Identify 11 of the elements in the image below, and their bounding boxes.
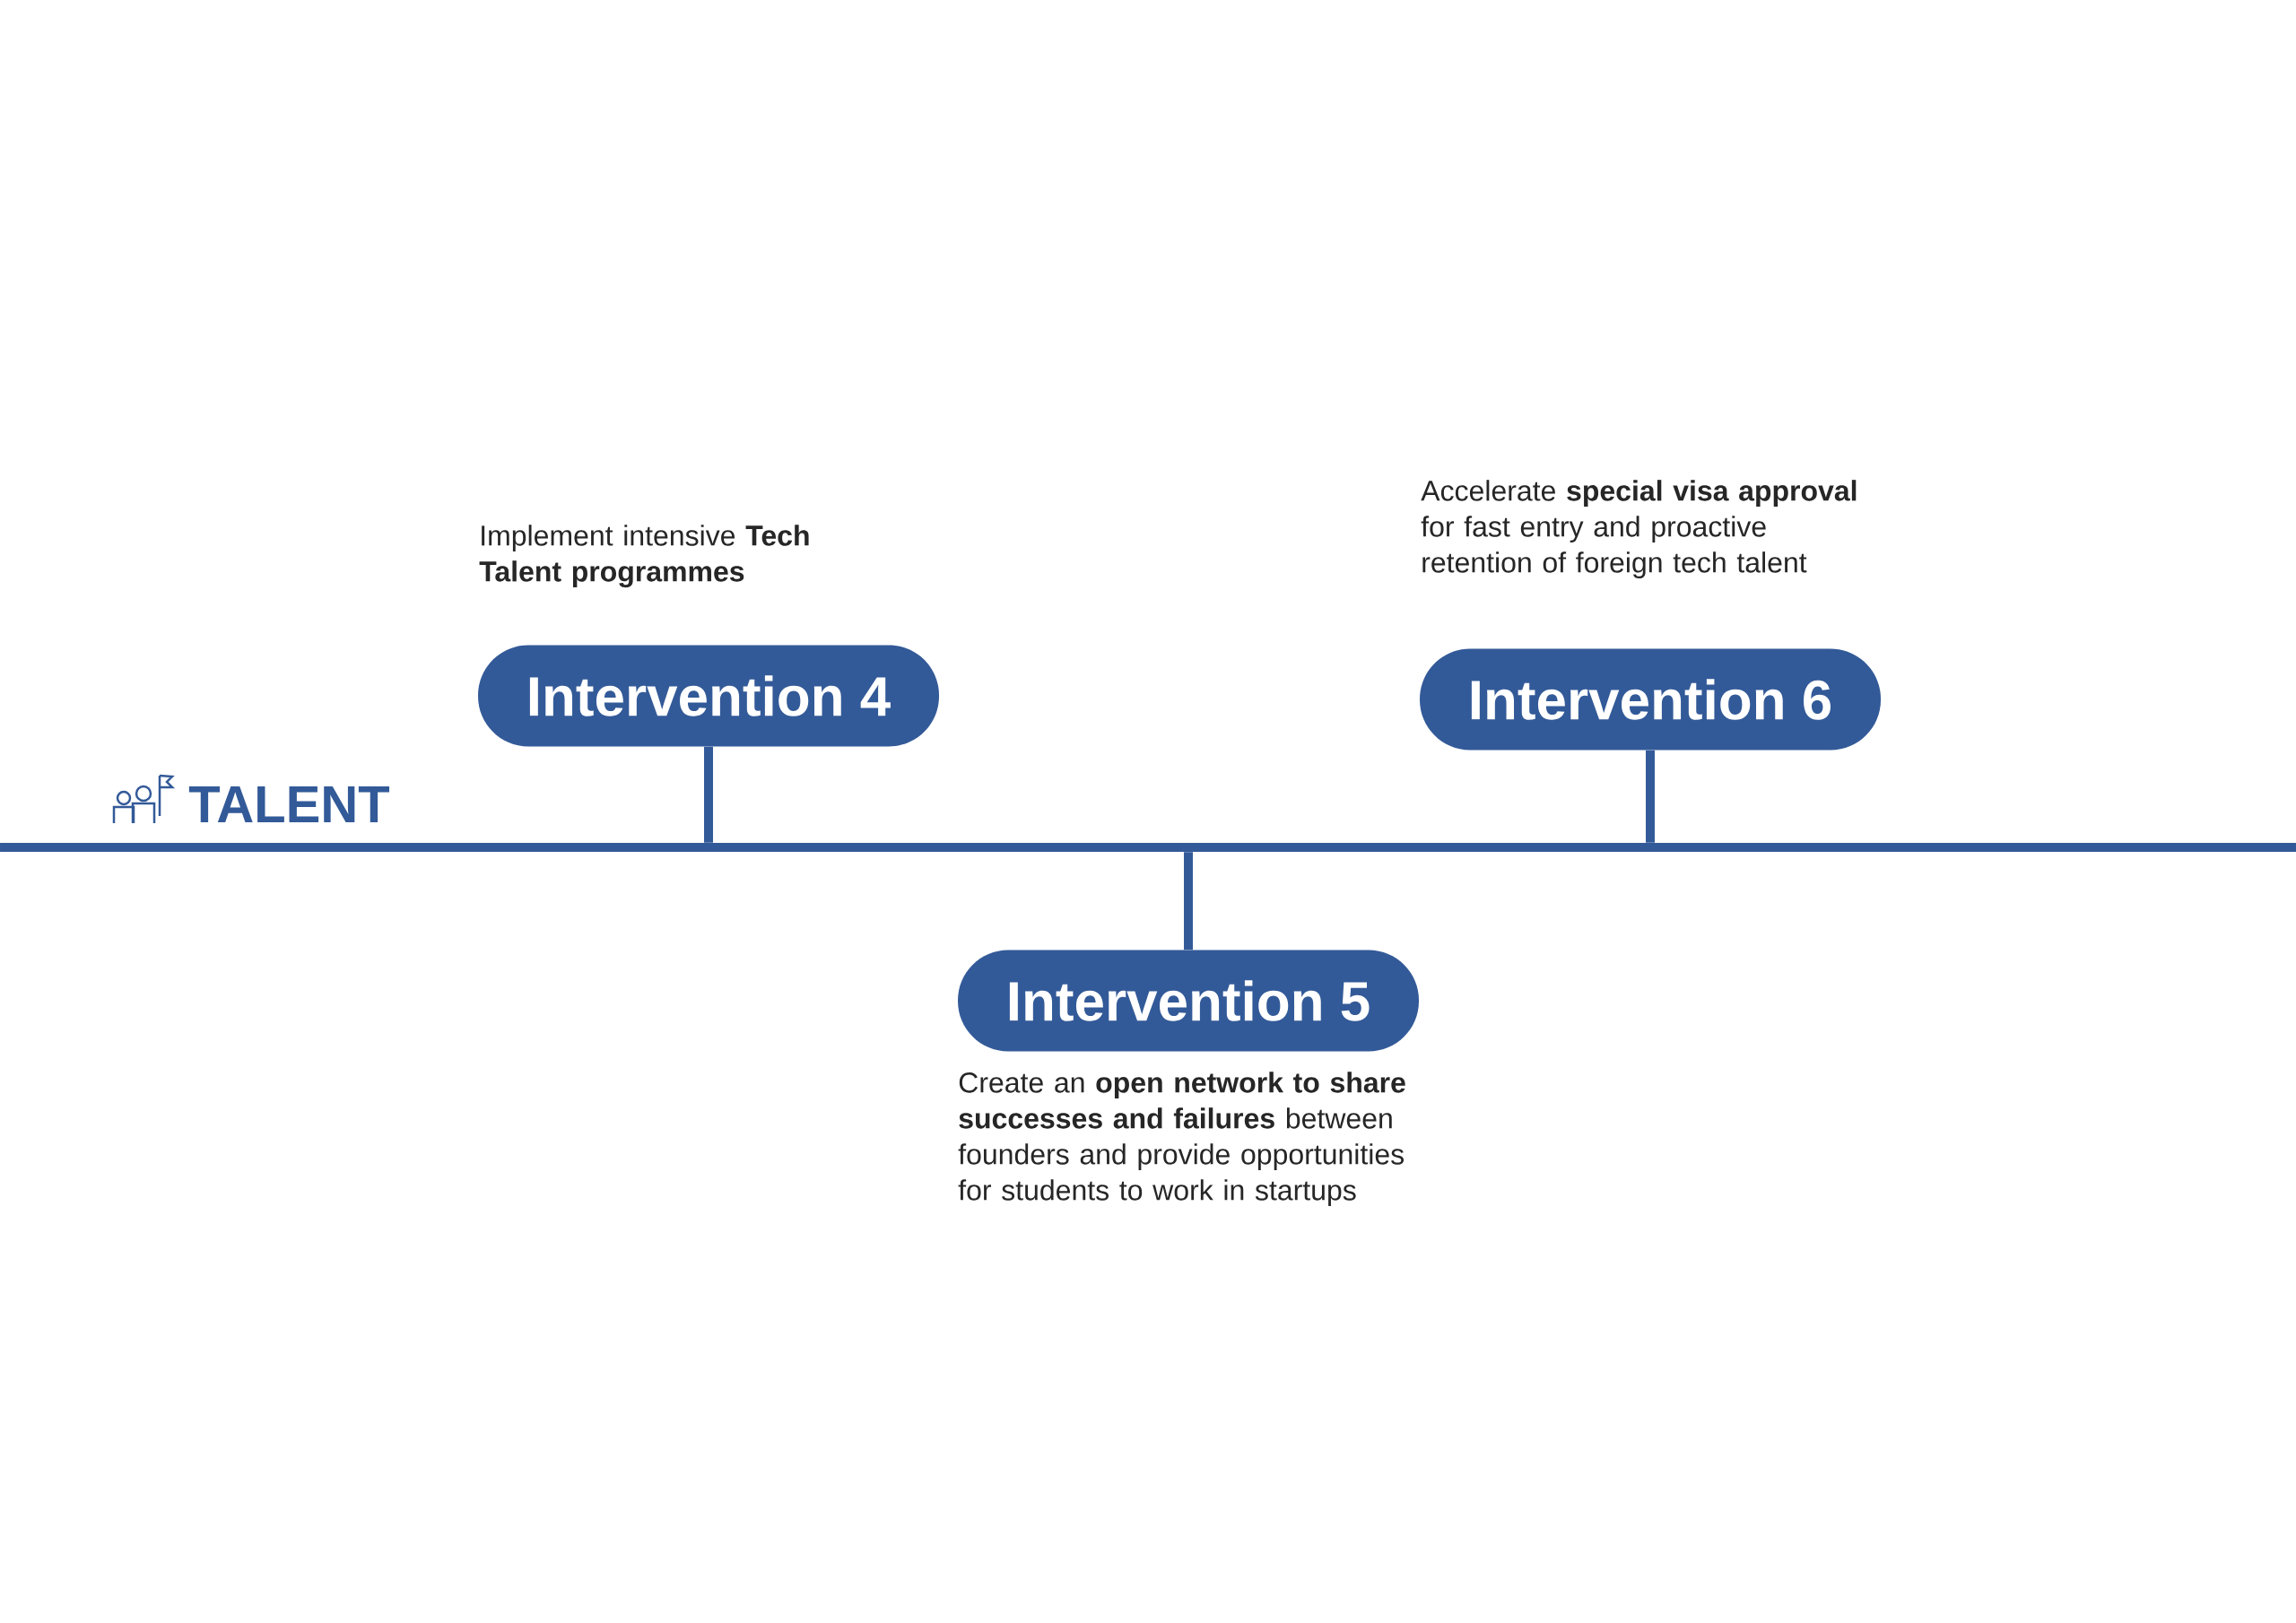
intervention-pill: Intervention 4 (478, 645, 939, 747)
category-label: TALENT (188, 786, 390, 822)
description-text: Create an open network to share successes and failures between founders and provide opportunities for students to work in startups (958, 1072, 1405, 1206)
description-text: Implement intensive Tech Talent programmes (479, 525, 809, 588)
connector-line (1646, 750, 1655, 843)
timeline-bar (0, 843, 2296, 852)
intervention-pill: Intervention 6 (1420, 648, 1881, 751)
description-text: Accelerate special visa approval for fast entry and proactive retention of foreign tech talent (1421, 480, 1857, 578)
connector-line (1184, 852, 1193, 950)
intervention-pill: Intervention 5 (958, 950, 1419, 1052)
connector-line (704, 746, 713, 843)
